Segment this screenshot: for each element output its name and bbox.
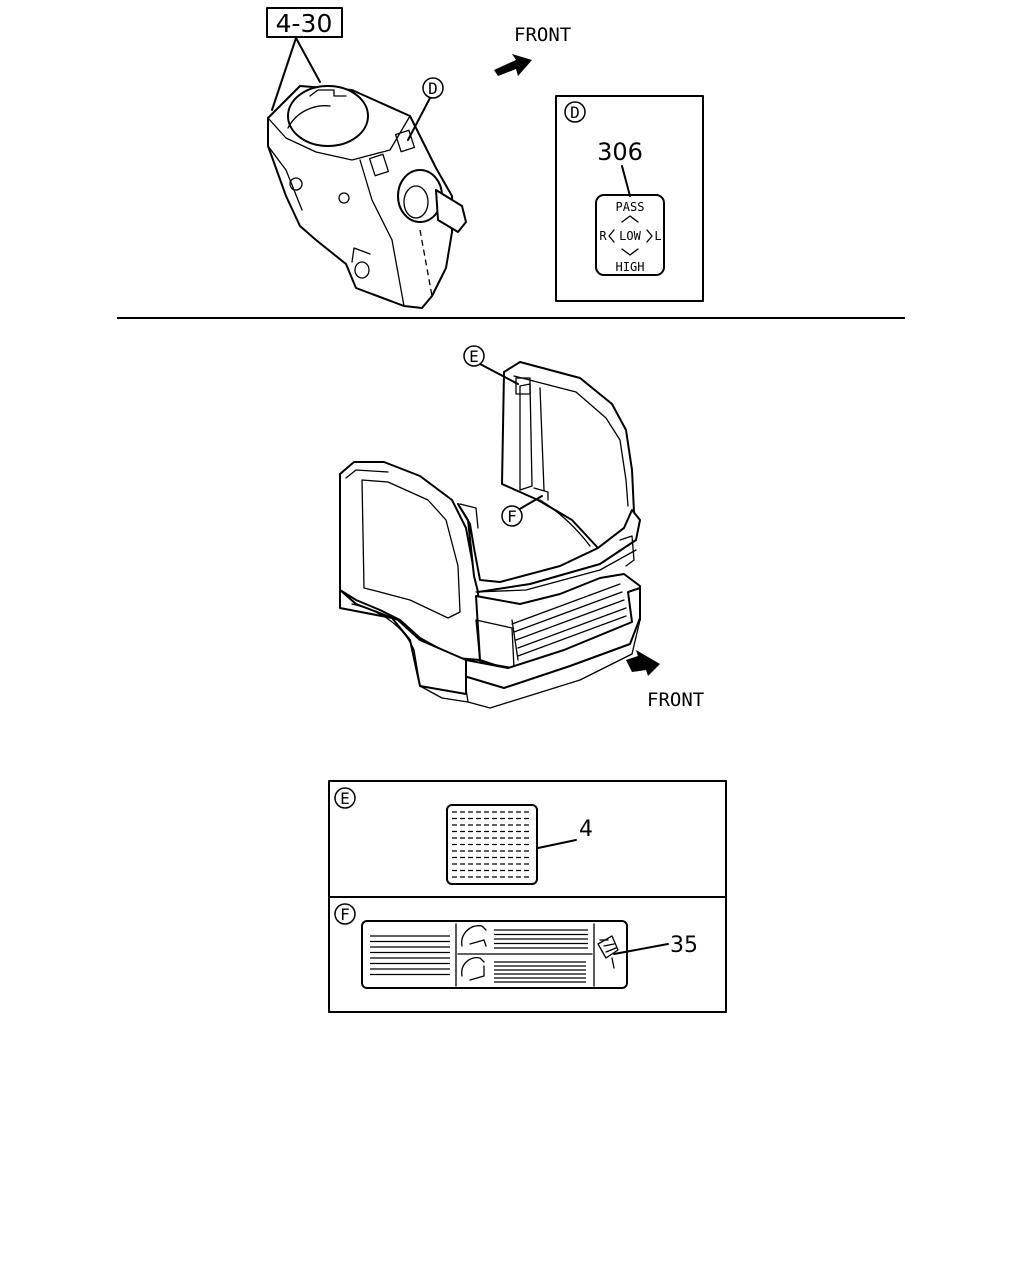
group-reference-text: 4-30: [276, 9, 333, 38]
label-r: R: [599, 229, 607, 243]
switch-housing-illustration: [267, 85, 467, 309]
panel-d-part-number: 306: [597, 138, 643, 166]
label-l: L: [654, 229, 661, 243]
callout-e-letter: E: [469, 347, 479, 366]
panel-f-part-number: 35: [670, 933, 698, 958]
callout-d-letter: D: [428, 79, 438, 98]
front-arrow-icon: [494, 54, 532, 76]
group-reference-callout: 4-30: [266, 7, 343, 111]
front-label-bottom: FRONT: [647, 689, 704, 711]
panel-e-part-number: 4: [579, 817, 593, 842]
label-f-text-lines: [370, 929, 588, 983]
callout-f: F: [501, 495, 543, 527]
label-high: HIGH: [616, 260, 645, 274]
label-low: LOW: [619, 229, 641, 243]
cab-illustration: [339, 361, 641, 709]
caution-label-e: [446, 804, 538, 885]
panel-f: F 35: [328, 896, 727, 1013]
callout-e: E: [463, 345, 519, 385]
front-label-top: FRONT: [514, 24, 571, 46]
panel-d: D 306 PASS R LOW L HIGH: [555, 95, 704, 302]
callout-f-letter: F: [507, 507, 517, 526]
panel-e: E 4: [328, 780, 727, 898]
label-pass: PASS: [616, 200, 645, 214]
dimmer-switch-label: [595, 194, 665, 276]
front-arrow-icon-bottom: [626, 650, 660, 676]
front-indicator-bottom: FRONT: [626, 650, 704, 711]
callout-d: D: [407, 77, 444, 141]
panel-e-letter: E: [340, 789, 350, 808]
panel-d-letter: D: [570, 103, 580, 122]
caution-label-f: [361, 920, 628, 989]
front-indicator-top: FRONT: [494, 24, 571, 76]
panel-f-letter: F: [340, 905, 350, 924]
label-e-text-lines: [452, 811, 532, 878]
